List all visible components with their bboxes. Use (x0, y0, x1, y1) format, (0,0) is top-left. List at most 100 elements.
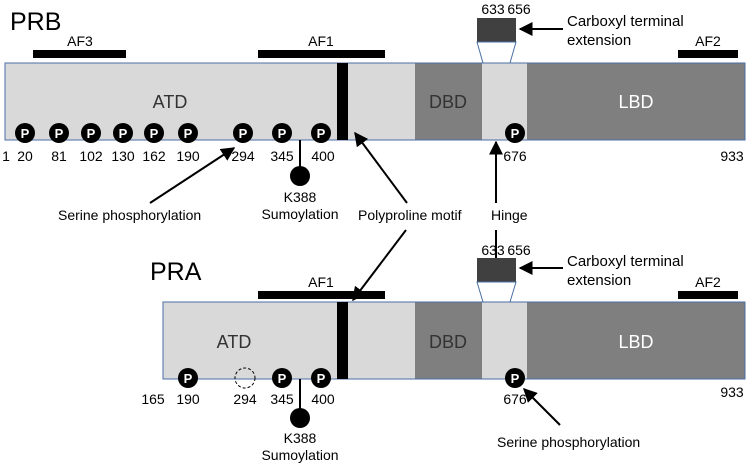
pra-cte-label-2: extension (567, 272, 631, 289)
serine-phosphorylation-label-pra: Serine phosphorylation (497, 434, 640, 450)
prb-polyproline-motif (337, 63, 348, 140)
prb-dbd-domain (415, 63, 482, 140)
prb-sumo-label: Sumoylation (261, 206, 338, 222)
phospho-symbol: P (278, 371, 287, 386)
prb-title: PRB (10, 8, 61, 36)
phospho-symbol: P (184, 371, 193, 386)
polyproline-arrow-prb (354, 131, 408, 204)
prb-site-number: 345 (270, 148, 294, 164)
phospho-symbol: P (239, 126, 248, 141)
prb-sumo-site: K388 (284, 189, 317, 205)
pra-cte-label-1: Carboxyl terminal (567, 253, 684, 270)
prb-phospho-site-190: P (178, 123, 198, 143)
prb-site-number: 130 (111, 148, 135, 164)
prb-af3-label: AF3 (67, 33, 93, 49)
pra-site-number: 400 (311, 391, 335, 407)
prb-af3-bar (33, 50, 126, 58)
pra-cte-start: 633 (481, 242, 505, 258)
phospho-symbol: P (184, 126, 193, 141)
phospho-symbol: P (21, 126, 30, 141)
pra-hinge-domain (482, 302, 527, 379)
phospho-symbol: P (150, 126, 159, 141)
polyproline-motif-label: Polyproline motif (358, 207, 462, 223)
pra-sumo-dot (290, 408, 310, 428)
pra-phospho-site-294-absent (234, 367, 256, 389)
pra-dbd-label: DBD (429, 332, 467, 352)
prb-site-number: 20 (17, 148, 33, 164)
phospho-symbol: P (119, 126, 128, 141)
pra-lbd-label: LBD (618, 332, 653, 352)
prb-lbd-label: LBD (618, 92, 653, 112)
prb-phospho-site-345: P (272, 123, 292, 143)
pra-af2-bar (678, 291, 738, 299)
phospho-symbol: P (511, 371, 520, 386)
phospho-symbol: P (87, 126, 96, 141)
phospho-symbol: P (317, 371, 326, 386)
prb-af1-label: AF1 (308, 33, 334, 49)
serine-phosphorylation-arrow-pra (523, 388, 561, 426)
pra-dbd-domain (415, 302, 482, 379)
pra-site-number: 676 (503, 391, 527, 407)
pra-af1-label: AF1 (308, 274, 334, 290)
prb-cte-label-2: extension (567, 32, 631, 49)
pra-atd-domain (163, 302, 415, 379)
prb-cte-end: 656 (507, 1, 531, 17)
phospho-symbol: P (511, 126, 520, 141)
prb-phospho-site-20: P (15, 123, 35, 143)
serine-phosphorylation-arrow-prb (149, 147, 236, 204)
prb-site-number: 102 (79, 148, 103, 164)
pra-phospho-site-400: P (311, 368, 331, 388)
pra-phospho-site-345: P (272, 368, 292, 388)
pra-atd-label: ATD (217, 332, 252, 352)
phospho-symbol: P (278, 126, 287, 141)
prb-phospho-site-400: P (311, 123, 331, 143)
pra-bar-outline (162, 301, 746, 380)
prb-phospho-site-162: P (144, 123, 164, 143)
pra-cte-box (477, 258, 516, 282)
prb-cte-connector (476, 41, 517, 64)
pra-phospho-site-676: P (505, 368, 525, 388)
prb-site-number: 676 (503, 148, 527, 164)
pra-cte-connector (476, 281, 517, 303)
prb-end-position: 933 (720, 148, 744, 164)
prb-af2-label: AF2 (695, 33, 721, 49)
pra-end-position: 933 (720, 384, 744, 400)
prb-isoform: PRB AF3 AF1 AF2 633 656 Carboxyl termina… (2, 1, 746, 222)
prb-cte-start: 633 (481, 1, 505, 17)
phospho-symbol: P (55, 126, 64, 141)
prb-phospho-site-81: P (49, 123, 69, 143)
pra-title: PRA (150, 258, 202, 286)
prb-start-position: 1 (2, 148, 10, 164)
pra-lbd-domain (527, 302, 745, 379)
pra-isoform: PRA AF1 AF2 633 656 Carboxyl terminal ex… (141, 242, 746, 463)
prb-phospho-site-102: P (81, 123, 101, 143)
pra-phospho-site-190: P (178, 368, 198, 388)
pra-af1-bar (258, 291, 385, 299)
serine-phosphorylation-label-prb: Serine phosphorylation (58, 207, 201, 223)
pra-polyproline-motif (337, 302, 348, 379)
prb-site-number: 294 (231, 148, 255, 164)
prb-cte-label-1: Carboxyl terminal (567, 13, 684, 30)
prb-dbd-label: DBD (429, 92, 467, 112)
prb-phospho-site-130: P (113, 123, 133, 143)
prb-site-number: 400 (311, 148, 335, 164)
prb-site-number: 162 (142, 148, 166, 164)
pra-af2-label: AF2 (695, 274, 721, 290)
pra-sumo-label: Sumoylation (261, 447, 338, 463)
prb-lbd-domain (527, 63, 745, 140)
phospho-symbol: P (317, 126, 326, 141)
prb-site-number: 190 (176, 148, 200, 164)
prb-cte-box (477, 18, 516, 42)
pra-site-number: 190 (176, 391, 200, 407)
prb-atd-label: ATD (153, 92, 188, 112)
pra-sumo-site: K388 (284, 430, 317, 446)
pra-site-number: 294 (233, 391, 257, 407)
pra-start-position: 165 (141, 391, 165, 407)
prb-af2-bar (678, 50, 738, 58)
pra-cte-end: 656 (507, 242, 531, 258)
prb-site-number: 81 (51, 148, 67, 164)
prb-phospho-site-676: P (505, 123, 525, 143)
pra-site-number: 345 (270, 391, 294, 407)
prb-bar-outline (4, 62, 746, 141)
